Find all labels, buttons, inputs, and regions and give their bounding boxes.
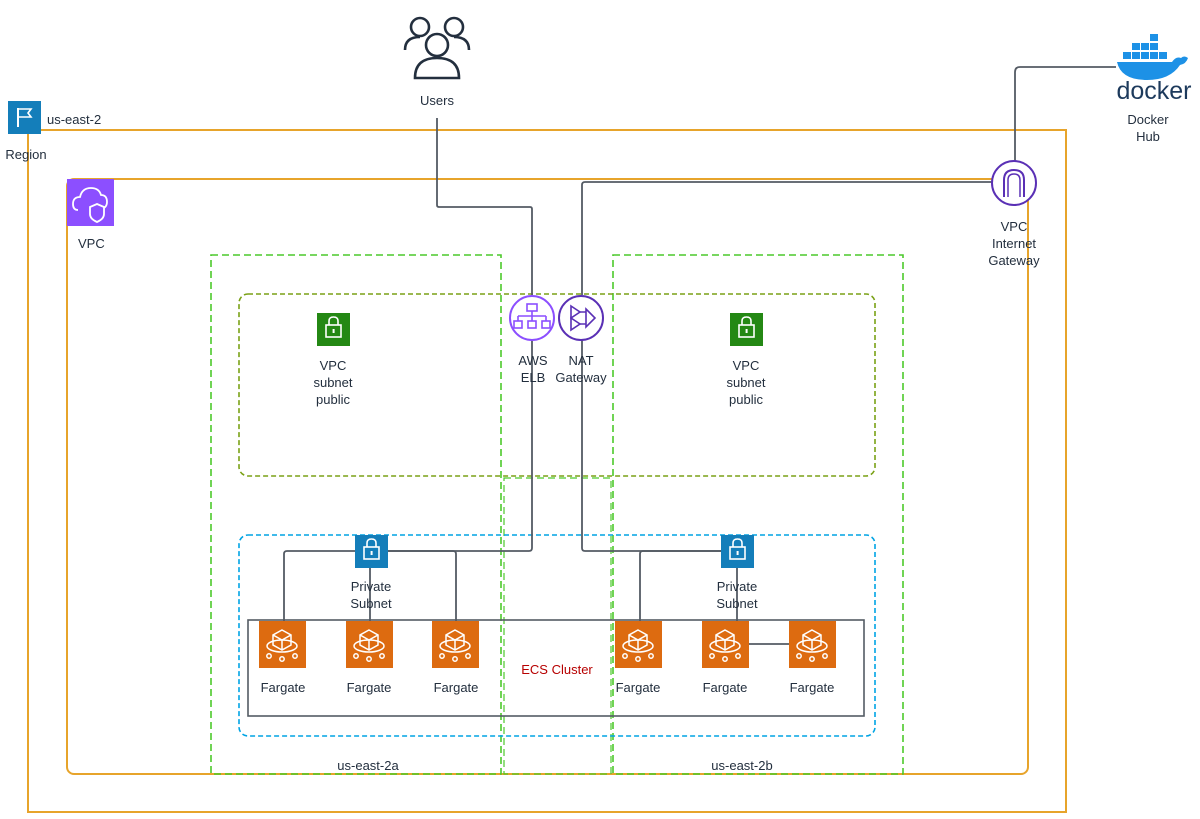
public-subnet-label-line3: public: [316, 392, 350, 407]
private-subnet-lock-icon: [355, 535, 388, 568]
fargate-label: Fargate: [260, 680, 306, 695]
public-subnet-lock-icon: [317, 313, 350, 346]
az-b-boundary: [612, 254, 904, 775]
igw-to-docker-connector: [1014, 66, 1116, 162]
fargate-label: Fargate: [702, 680, 748, 695]
elb-to-private-connector: [370, 337, 533, 552]
fargate-icon: [789, 621, 836, 668]
nat-to-private-connector: [581, 337, 737, 552]
nat-label: NAT Gateway: [551, 352, 611, 386]
private-subnet-label-a: Private Subnet: [336, 578, 406, 612]
fargate-icon: [259, 621, 306, 668]
public-subnet-label-line2: subnet: [726, 375, 766, 390]
igw-label-line1: VPC: [1000, 219, 1028, 234]
users-label: Users: [420, 93, 454, 108]
igw-to-nat-connector: [581, 181, 993, 295]
elb-label: AWS ELB: [508, 352, 558, 386]
public-subnet-label-line3: public: [729, 392, 763, 407]
igw-label-line3: Gateway: [988, 253, 1040, 268]
elb-label-line1: AWS: [518, 353, 548, 368]
fargate-label: Fargate: [615, 680, 661, 695]
fargate-icon: [346, 621, 393, 668]
private-subnet-label-line1: Private: [716, 579, 758, 594]
ecs-cluster-boundary: [247, 619, 865, 717]
nat-label-line2: Gateway: [555, 370, 607, 385]
private-subnet-label-line2: Subnet: [716, 596, 758, 611]
region-boundary: [27, 129, 1067, 813]
internet-gateway-icon: [991, 160, 1037, 206]
region-name: us-east-2: [47, 112, 102, 127]
az-a-boundary: [210, 254, 502, 775]
elb-icon: [509, 295, 555, 341]
private-subnet-lock-icon: [721, 535, 754, 568]
fargate-icon: [615, 621, 662, 668]
fargate-label: Fargate: [789, 680, 835, 695]
ecs-cluster-label: ECS Cluster: [521, 662, 593, 677]
public-subnet-label-line2: subnet: [313, 375, 353, 390]
region-flag-icon: [8, 101, 41, 134]
public-subnet-label-line1: VPC: [319, 358, 347, 373]
az-a-label: us-east-2a: [337, 758, 399, 773]
vpc-cloud-icon: [67, 179, 114, 226]
private-subnet-label-line1: Private: [350, 579, 392, 594]
docker-hub-label-line2: Hub: [1136, 129, 1160, 144]
igw-label: VPC Internet Gateway: [979, 218, 1049, 269]
fargate-label: Fargate: [346, 680, 392, 695]
docker-hub-label-line1: Docker: [1127, 112, 1169, 127]
igw-label-line2: Internet: [991, 236, 1037, 251]
private-subnet-label-line2: Subnet: [350, 596, 392, 611]
users-icon: [403, 16, 471, 80]
public-subnet-boundary: [238, 293, 876, 477]
public-subnet-label-line1: VPC: [732, 358, 760, 373]
public-subnet-label-b: VPC subnet public: [716, 357, 776, 408]
docker-hub-label: Docker Hub: [1118, 111, 1178, 145]
fargate-label: Fargate: [433, 680, 479, 695]
public-subnet-lock-icon: [730, 313, 763, 346]
users-to-elb-connector: [436, 118, 533, 295]
fargate-icon: [432, 621, 479, 668]
private-subnet-label-b: Private Subnet: [702, 578, 772, 612]
docker-whale-icon: [1117, 34, 1188, 80]
region-label: Region: [5, 147, 47, 162]
docker-wordmark: docker: [1116, 77, 1192, 105]
public-subnet-label-a: VPC subnet public: [303, 357, 363, 408]
elb-label-line2: ELB: [520, 370, 546, 385]
az-overlap-strip: [503, 477, 612, 775]
nat-label-line1: NAT: [568, 353, 594, 368]
private-b-fanout: [639, 550, 812, 645]
az-b-label: us-east-2b: [711, 758, 773, 773]
nat-gateway-icon: [558, 295, 604, 341]
private-subnet-boundary: [238, 534, 876, 737]
fargate-icon: [702, 621, 749, 668]
vpc-label: VPC: [78, 236, 105, 251]
